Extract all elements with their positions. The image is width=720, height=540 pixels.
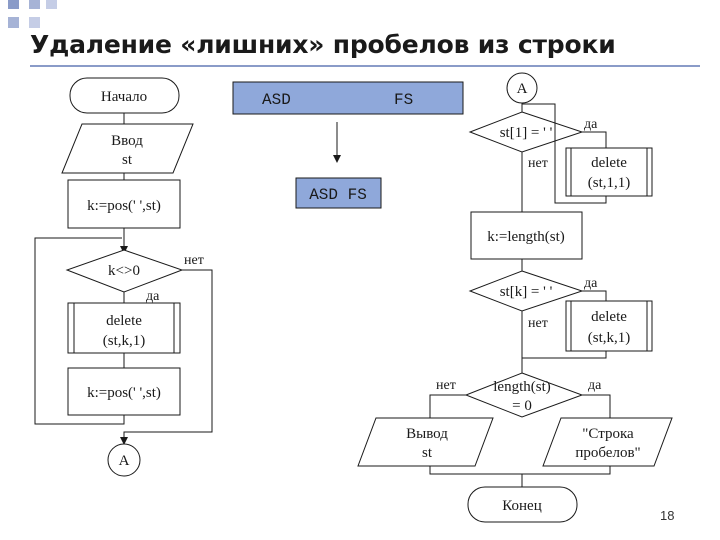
- input-label-line1: Ввод: [111, 133, 143, 149]
- no-label: нет: [436, 378, 456, 393]
- no-label: нет: [528, 156, 548, 171]
- delete-first-process: [565, 147, 653, 197]
- delete-k-process: [67, 302, 181, 354]
- assign-pos-again-box: [67, 367, 181, 416]
- no-label: нет: [528, 316, 548, 331]
- connector-a-bottom: [107, 443, 141, 477]
- delete-first-label-line1: delete: [591, 155, 627, 171]
- decor-square: [46, 0, 57, 9]
- page-number: 18: [660, 508, 675, 523]
- start-label: Начало: [101, 89, 147, 105]
- decision-length-zero: [464, 372, 584, 418]
- delete-last-label-line1: delete: [591, 309, 627, 325]
- decor-square: [29, 0, 40, 9]
- yes-label: да: [584, 117, 598, 132]
- end-label: Конец: [502, 498, 541, 514]
- yes-branch-line: [582, 131, 607, 148]
- message-parallelogram: [542, 417, 673, 467]
- input-label-line2: st: [122, 152, 133, 168]
- yes-label: да: [588, 378, 602, 393]
- delete-k-label-line1: delete: [106, 313, 142, 329]
- decision-length-label-line1: length(st): [493, 379, 551, 395]
- example-after-label: ASD FS: [309, 186, 367, 204]
- message-label-line2: пробелов": [575, 445, 640, 461]
- yes-branch-line: [582, 394, 611, 418]
- delete-last-label-line2: (st,k,1): [588, 330, 631, 346]
- delete-first-label-line2: (st,1,1): [588, 175, 631, 191]
- decor-square: [8, 0, 19, 9]
- assign-length-label: k:=length(st): [487, 229, 565, 245]
- loop-back-line: [522, 103, 607, 204]
- end-terminal: [467, 486, 578, 523]
- assign-length-box: [470, 211, 583, 260]
- yes-label: да: [146, 289, 160, 304]
- slide-title: Удаление «лишних» пробелов из строки: [30, 30, 616, 59]
- yes-label: да: [584, 276, 598, 291]
- example-before-box: [232, 81, 464, 115]
- connector-a-bottom-label: A: [119, 453, 130, 469]
- loop-back-line: [522, 351, 607, 359]
- decision-label: k<>0: [108, 263, 140, 279]
- merge-line: [429, 466, 611, 475]
- connector-a-top-label: A: [517, 81, 528, 97]
- no-branch-line: [120, 269, 213, 445]
- example-before-right: FS: [394, 91, 413, 109]
- decor-square: [29, 17, 40, 28]
- output-label-line2: st: [422, 445, 433, 461]
- no-label: нет: [184, 253, 204, 268]
- output-label-line1: Вывод: [406, 426, 448, 442]
- no-branch-line: [429, 394, 466, 418]
- assign-pos-again-label: k:=pos(' ',st): [87, 385, 161, 401]
- delete-last-process: [565, 300, 653, 352]
- input-parallelogram: [61, 123, 194, 174]
- decision-length-label-line2: = 0: [512, 398, 532, 414]
- decor-square: [8, 17, 19, 28]
- decision-last-label: st[k] = ' ': [500, 284, 553, 300]
- decision-first-label: st[1] = ' ': [500, 125, 553, 141]
- loop-back-line: [34, 237, 125, 425]
- yes-branch-line: [582, 290, 607, 301]
- example-after-box: [295, 177, 382, 209]
- output-parallelogram: [357, 417, 494, 467]
- delete-k-label-line2: (st,k,1): [103, 333, 146, 349]
- message-label-line1: "Строка: [582, 426, 634, 442]
- assign-pos-label: k:=pos(' ',st): [87, 198, 161, 214]
- example-before-left: ASD: [262, 91, 291, 109]
